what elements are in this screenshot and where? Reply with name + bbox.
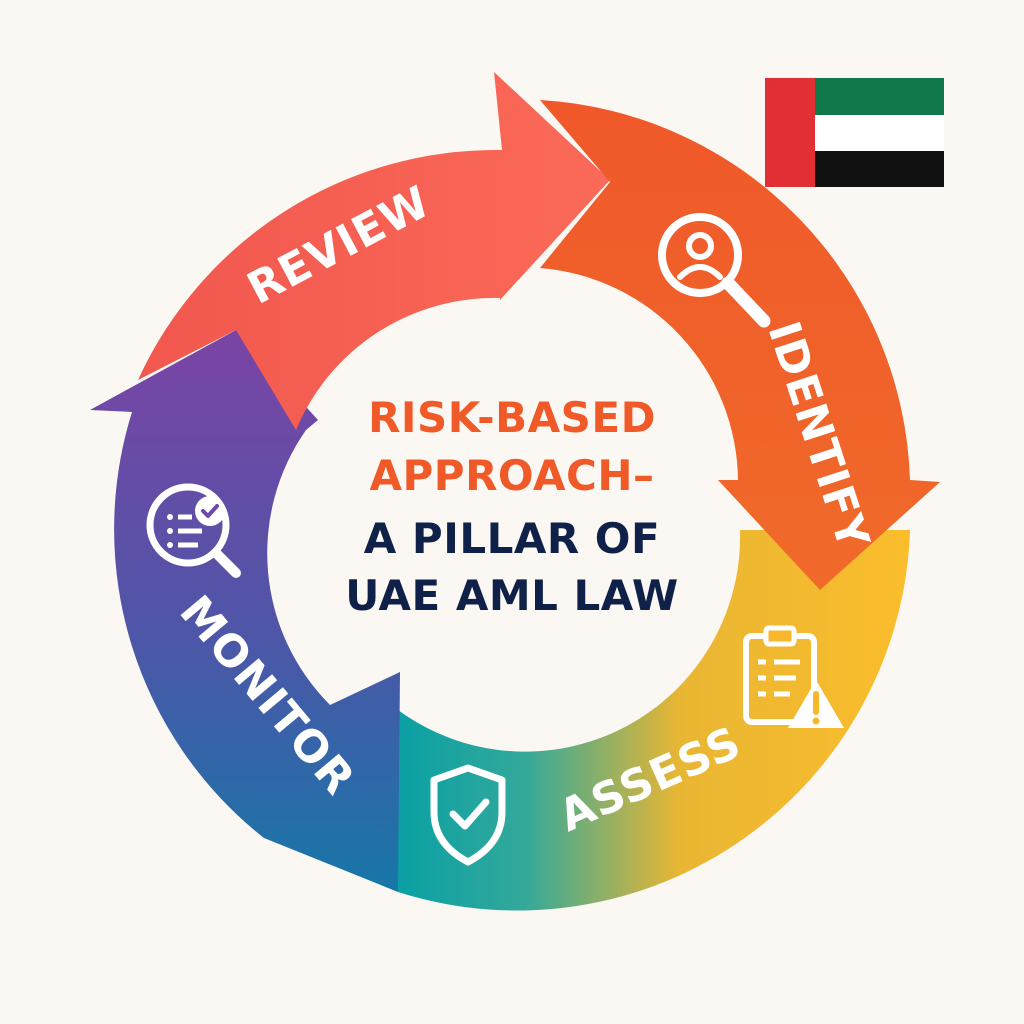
assess-arrow xyxy=(398,530,910,911)
review-arrow xyxy=(138,72,610,430)
center-title: RISK-BASED APPROACH– A PILLAR OF UAE AML… xyxy=(345,393,679,620)
center-title-line1: RISK-BASED xyxy=(368,393,656,442)
uae-flag-icon xyxy=(765,78,944,187)
monitor-arrow xyxy=(90,330,400,892)
user-search-icon xyxy=(658,213,771,328)
search-list-check-icon xyxy=(146,483,241,578)
cycle-ring xyxy=(90,72,940,911)
center-title-line2: APPROACH– xyxy=(370,451,655,500)
center-title-line3: A PILLAR OF xyxy=(364,514,660,563)
clipboard-warning-icon xyxy=(743,625,844,728)
shield-check-icon xyxy=(430,764,506,866)
identify-arrow xyxy=(540,100,940,590)
center-title-line4: UAE AML LAW xyxy=(345,571,679,620)
